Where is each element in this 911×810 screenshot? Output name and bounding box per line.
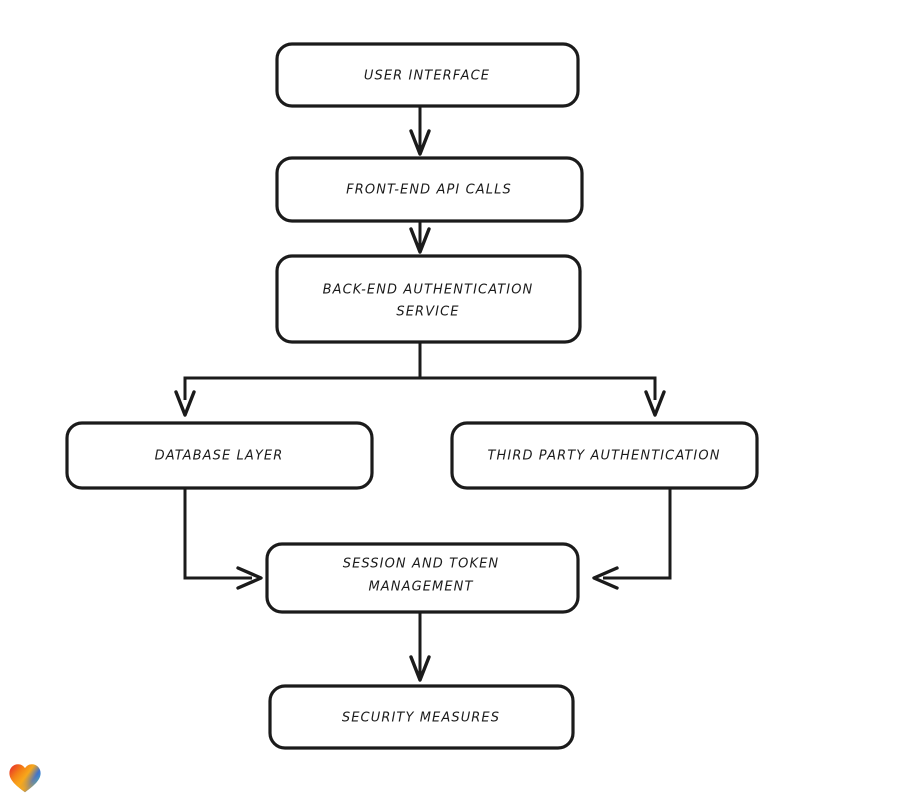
edge-backend-to-third (420, 376, 666, 417)
node-front-end-api-calls[interactable]: FRONT-END API CALLS (275, 156, 584, 223)
node-box-third-party-authentication[interactable] (450, 421, 759, 490)
node-label-third-party-authentication: THIRD PARTY AUTHENTICATION (487, 449, 720, 464)
edge-api-to-backend (409, 221, 431, 254)
node-label-back-end-auth-service-line2: SERVICE (396, 305, 459, 320)
node-box-database-layer[interactable] (65, 421, 374, 490)
node-label-session-and-token-management-line1: SESSION AND TOKEN (343, 557, 500, 572)
node-security-measures[interactable]: SECURITY MEASURES (268, 684, 575, 750)
node-back-end-auth-service[interactable]: BACK-END AUTHENTICATION SERVICE (275, 254, 582, 344)
node-box-security-measures[interactable] (268, 684, 575, 750)
node-session-and-token-management[interactable]: SESSION AND TOKEN MANAGEMENT (265, 542, 580, 614)
node-label-database-layer: DATABASE LAYER (155, 449, 284, 464)
node-box-back-end-auth-service[interactable] (275, 254, 582, 344)
edge-db-to-session (183, 488, 263, 590)
node-box-user-interface[interactable] (275, 42, 580, 108)
node-label-back-end-auth-service-line1: BACK-END AUTHENTICATION (323, 283, 534, 298)
edge-third-to-session (592, 488, 672, 590)
node-database-layer[interactable]: DATABASE LAYER (65, 421, 374, 490)
edge-session-to-security (409, 612, 431, 682)
node-label-user-interface: USER INTERFACE (364, 69, 490, 84)
edge-ui-to-api (409, 106, 431, 156)
node-label-session-and-token-management-line2: MANAGEMENT (368, 580, 473, 595)
heart-icon (9, 764, 41, 793)
node-third-party-authentication[interactable]: THIRD PARTY AUTHENTICATION (450, 421, 759, 490)
node-label-security-measures: SECURITY MEASURES (342, 711, 500, 726)
node-box-front-end-api-calls[interactable] (275, 156, 584, 223)
edge-backend-to-db (174, 342, 422, 417)
node-user-interface[interactable]: USER INTERFACE (275, 42, 580, 108)
node-box-session-and-token-management[interactable] (265, 542, 580, 614)
node-label-front-end-api-calls: FRONT-END API CALLS (346, 183, 512, 198)
